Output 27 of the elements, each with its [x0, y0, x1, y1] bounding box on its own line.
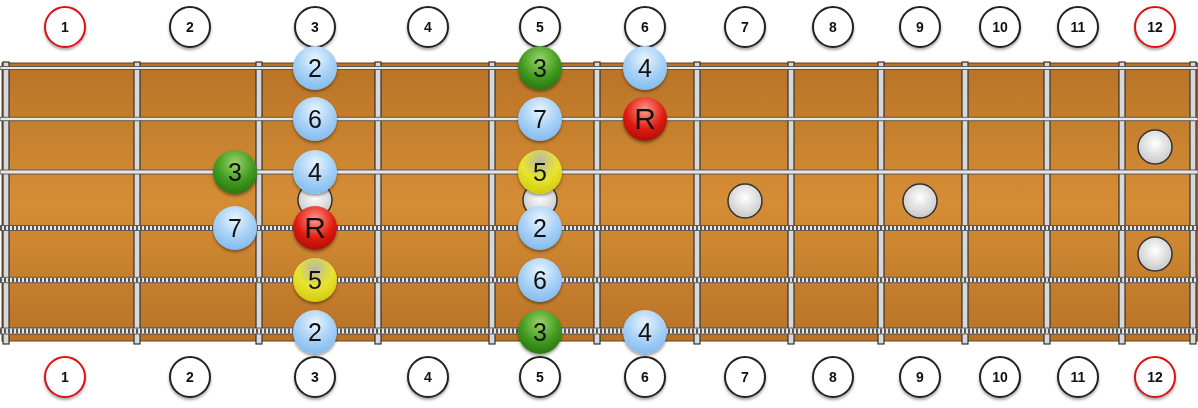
scale-degree-marker: 2 [293, 46, 337, 90]
fret-number: 3 [294, 356, 336, 398]
fret-number: 2 [169, 356, 211, 398]
fret-number: 4 [407, 356, 449, 398]
fret-number: 7 [724, 356, 766, 398]
fret-number: 1 [44, 6, 86, 48]
fret-number: 11 [1057, 356, 1099, 398]
scale-degree-marker: 3 [518, 46, 562, 90]
fret-number: 12 [1134, 6, 1176, 48]
fret-number: 3 [294, 6, 336, 48]
fret-number: 4 [407, 6, 449, 48]
fret-number: 1 [44, 356, 86, 398]
fret-number: 9 [899, 356, 941, 398]
fret-number: 5 [519, 6, 561, 48]
fret-number: 5 [519, 356, 561, 398]
fret-number: 7 [724, 6, 766, 48]
fret-number: 8 [812, 6, 854, 48]
fret-number: 2 [169, 6, 211, 48]
fret-number: 8 [812, 356, 854, 398]
fret-number: 10 [979, 6, 1021, 48]
fret-number: 11 [1057, 6, 1099, 48]
scale-degree-marker: 4 [623, 46, 667, 90]
fret-number: 6 [624, 6, 666, 48]
fret-number: 10 [979, 356, 1021, 398]
fret-number: 12 [1134, 356, 1176, 398]
fret-number: 6 [624, 356, 666, 398]
fret-number: 9 [899, 6, 941, 48]
